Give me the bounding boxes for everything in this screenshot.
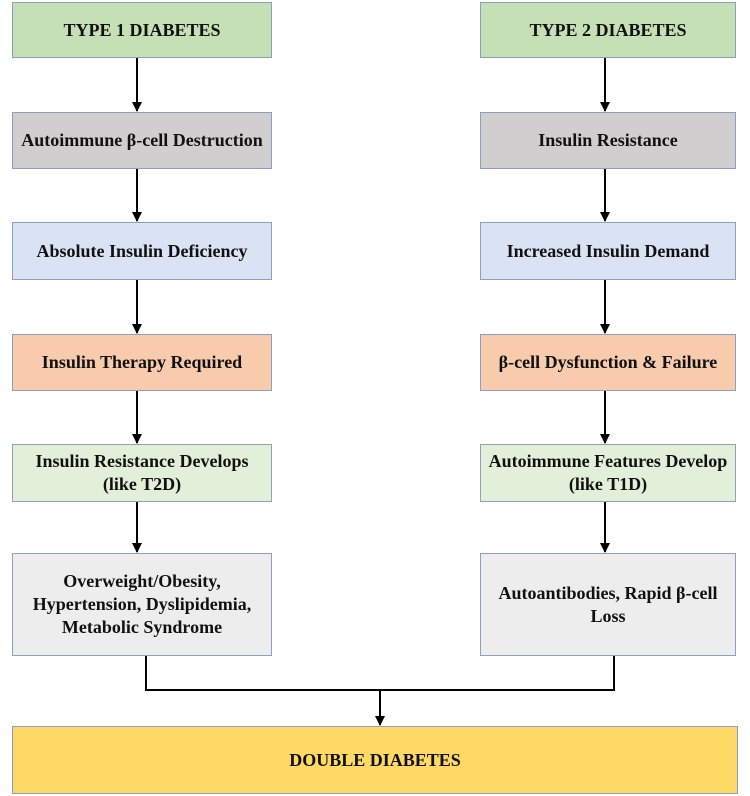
type1-step-4: Insulin Resistance Develops (like T2D) — [35, 451, 249, 494]
type1-step-3: Insulin Therapy Required — [41, 352, 243, 372]
type1-title: TYPE 1 DIABETES — [63, 19, 221, 40]
merge-connector — [145, 656, 615, 691]
type2-step-3: β-cell Dysfunction & Failure — [498, 352, 718, 372]
type1-step-1: Autoimmune β-cell Destruction — [21, 130, 263, 150]
type1-step-2: Absolute Insulin Deficiency — [36, 240, 248, 261]
type2-step-5: Autoantibodies, Rapid β-cell Loss — [498, 582, 718, 626]
outcome-label: DOUBLE DIABETES — [289, 749, 461, 770]
type2-step-2: Increased Insulin Demand — [506, 240, 710, 261]
type2-step-1: Insulin Resistance — [538, 130, 678, 150]
type2-step-2-box: Increased Insulin Demand — [480, 222, 736, 280]
type2-step-1-box: Insulin Resistance — [480, 112, 736, 169]
outcome-box: DOUBLE DIABETES — [12, 726, 738, 794]
type2-step-5-box: Autoantibodies, Rapid β-cell Loss — [480, 553, 736, 656]
type2-title-box: TYPE 2 DIABETES — [480, 2, 736, 58]
type1-step-5-box: Overweight/Obesity, Hypertension, Dyslip… — [12, 553, 272, 656]
type2-title: TYPE 2 DIABETES — [529, 19, 687, 40]
type2-step-4-box: Autoimmune Features Develop (like T1D) — [480, 444, 736, 502]
type2-step-4: Autoimmune Features Develop (like T1D) — [488, 451, 728, 494]
type1-step-5: Overweight/Obesity, Hypertension, Dyslip… — [32, 571, 252, 637]
type1-step-1-box: Autoimmune β-cell Destruction — [12, 112, 272, 169]
type2-step-3-box: β-cell Dysfunction & Failure — [480, 334, 736, 391]
type1-step-2-box: Absolute Insulin Deficiency — [12, 222, 272, 280]
type1-step-4-box: Insulin Resistance Develops (like T2D) — [12, 444, 272, 502]
type1-title-box: TYPE 1 DIABETES — [12, 2, 272, 58]
type1-step-3-box: Insulin Therapy Required — [12, 334, 272, 391]
